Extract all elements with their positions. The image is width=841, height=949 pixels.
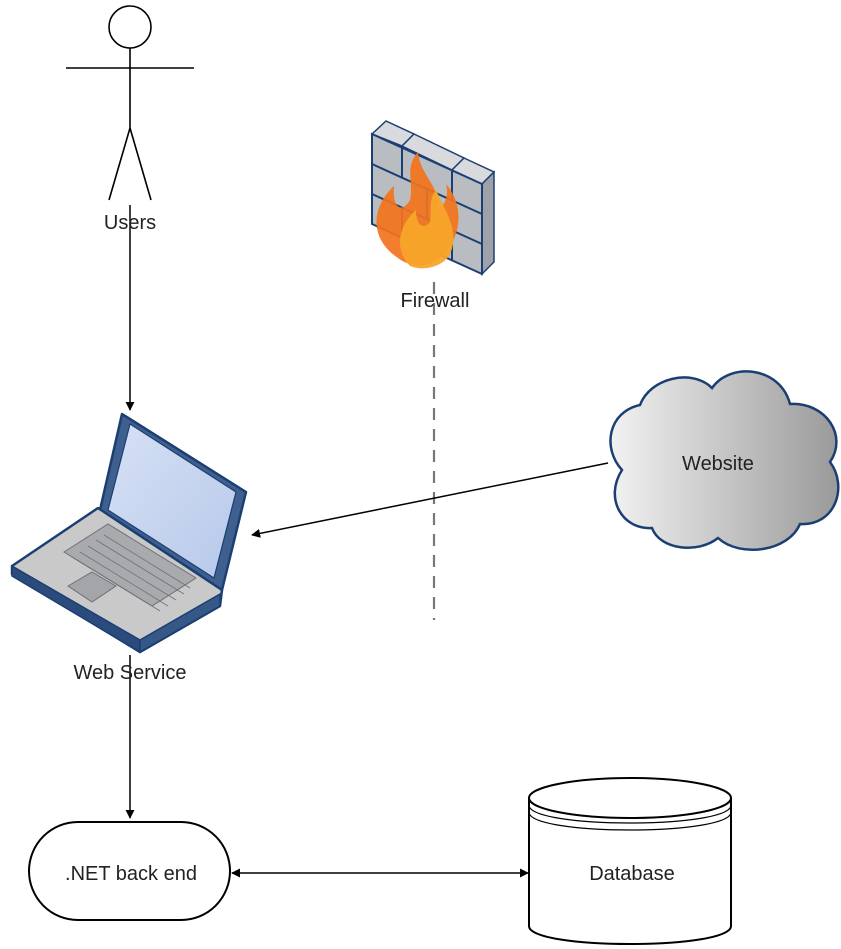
edge-website-to-web-service (251, 462, 609, 538)
website-label: Website (682, 453, 754, 475)
firewall-label: Firewall (401, 290, 470, 312)
user-actor-icon (66, 5, 194, 201)
laptop-icon (10, 412, 248, 654)
database-label: Database (589, 863, 675, 885)
web-service-label: Web Service (73, 662, 186, 684)
backend-node (28, 821, 231, 921)
users-label: Users (104, 212, 156, 234)
database-icon (528, 777, 732, 945)
firewall-icon (370, 120, 496, 276)
cloud-icon (609, 370, 840, 551)
backend-label: .NET back end (65, 863, 197, 885)
